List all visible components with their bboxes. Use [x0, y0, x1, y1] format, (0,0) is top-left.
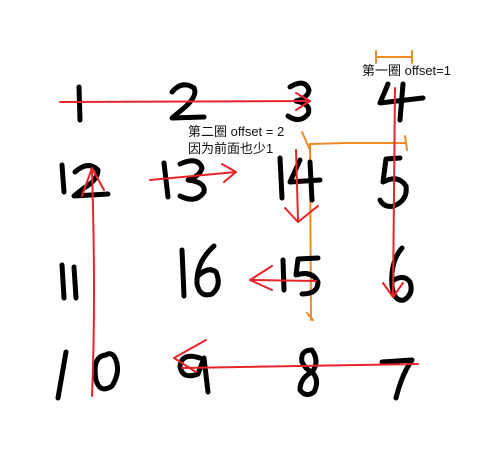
cell-9: [177, 353, 211, 395]
cell-15: [280, 255, 321, 297]
cell-4: [377, 81, 426, 123]
layer1-offset-bracket: [375, 50, 413, 64]
cell-10: [55, 349, 120, 401]
arrow-col1-up: [81, 167, 105, 397]
arrow-col4-down: [382, 87, 404, 298]
layer1-offset-note: 第一圈 offset=1: [362, 63, 451, 78]
cell-14: [277, 155, 323, 203]
cell-13: [161, 158, 207, 202]
cell-2: [169, 82, 207, 121]
cell-16: [179, 243, 221, 299]
cell-11: [59, 262, 79, 301]
cell-7: [379, 357, 415, 401]
arrow-row3-left: [249, 265, 317, 291]
arrow-row1-right: [59, 92, 311, 111]
cell-1: [76, 84, 83, 123]
cell-5: [377, 155, 409, 209]
cell-12: [59, 162, 111, 199]
cell-6: [389, 245, 414, 303]
arrow-col3-down: [284, 149, 319, 223]
layer2-offset-note: 第二圈 offset = 2: [188, 124, 284, 139]
layer2-offset-reason: 因为前面也少1: [188, 141, 273, 156]
arrow-row4-left: [173, 339, 419, 373]
arrow-row2-right: [149, 163, 237, 183]
cell-8: [297, 347, 320, 398]
